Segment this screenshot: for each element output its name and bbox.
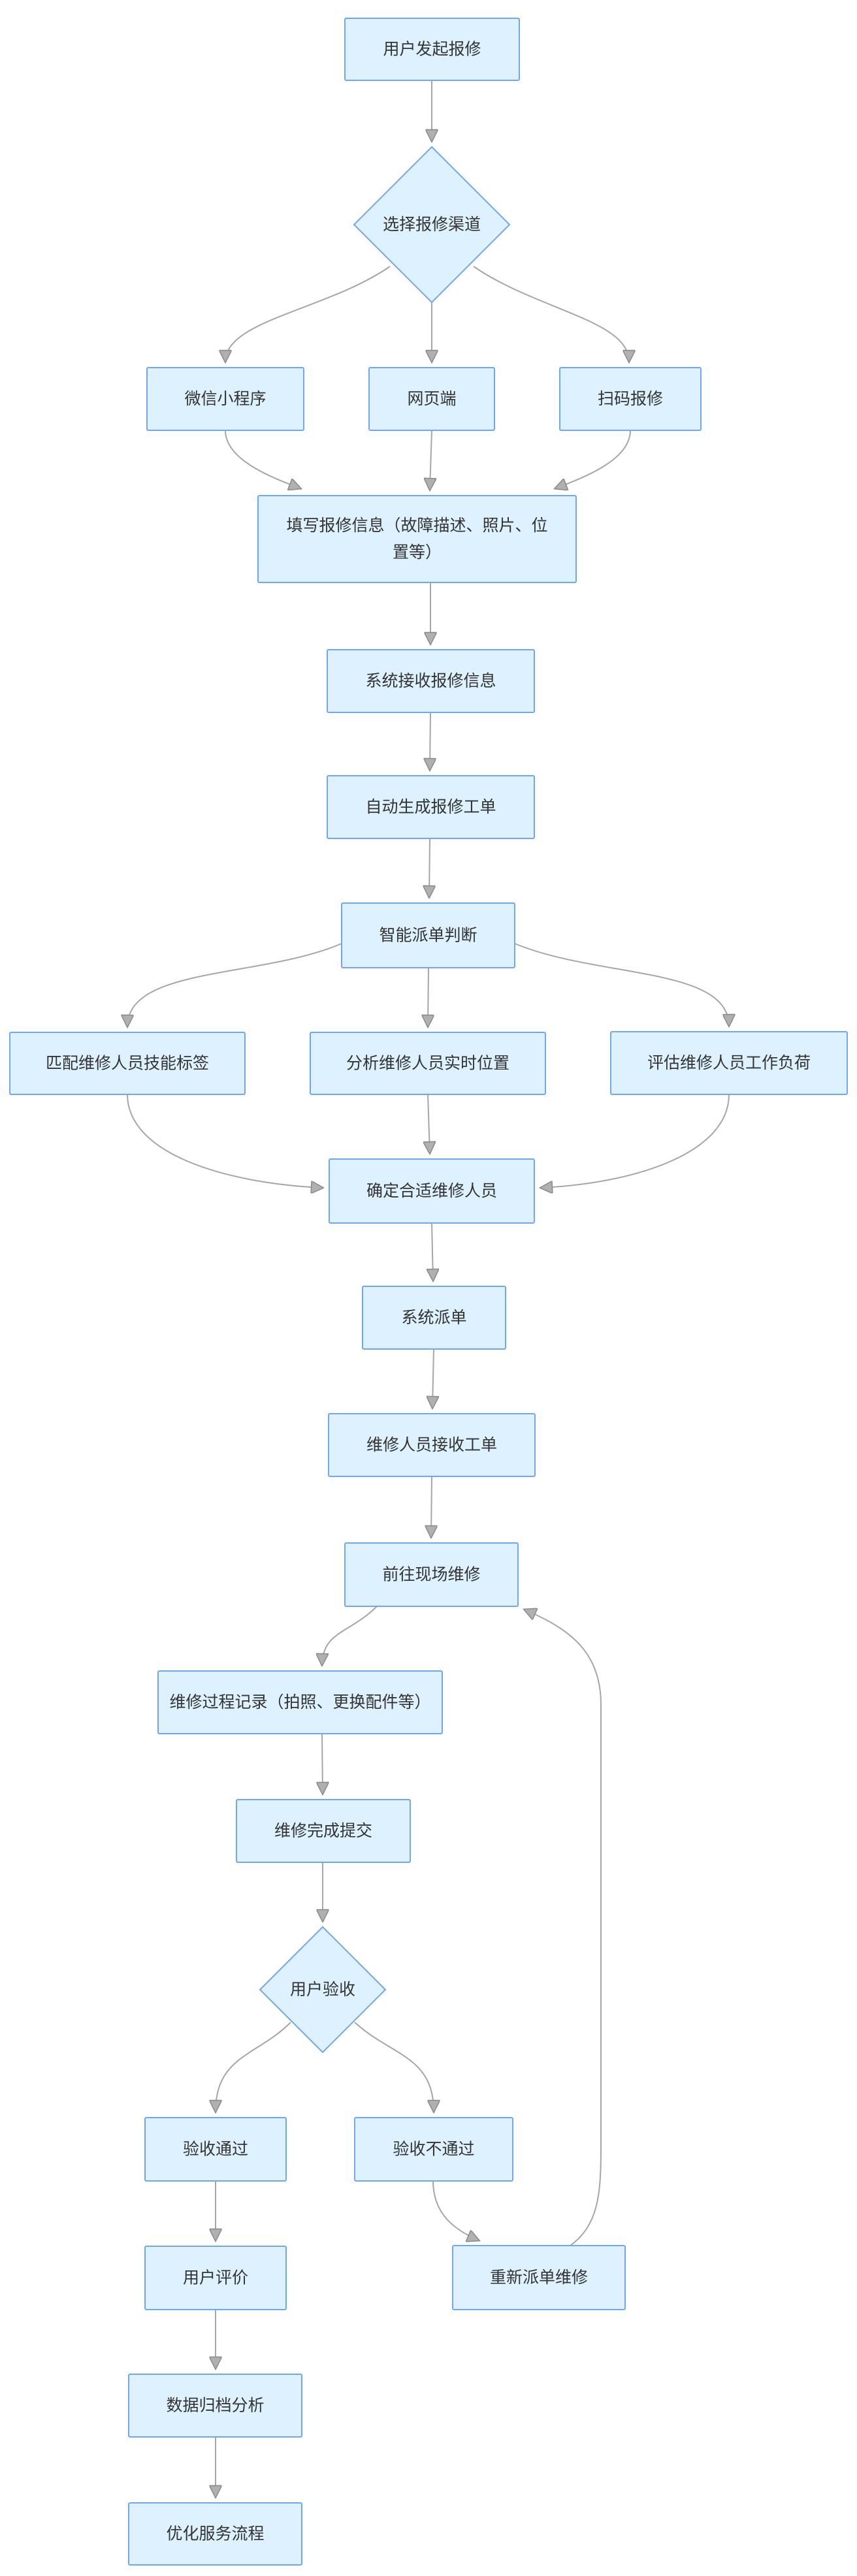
- edge-web-portal--fill-repair-info: [430, 430, 432, 490]
- smart-dispatch-judgment-label: 智能派单判断: [379, 927, 477, 945]
- system-dispatch-shape: [362, 1286, 506, 1350]
- repair-process-record-label: 维修过程记录（拍照、更换配件等）: [169, 1693, 430, 1711]
- edge-evaluate-workload--determine-repair-person: [541, 1094, 730, 1188]
- data-archive-analysis-shape: [128, 2374, 302, 2438]
- node-user-initiate-repair: 用户发起报修: [344, 18, 520, 81]
- node-optimize-service-process: 优化服务流程: [128, 2502, 302, 2566]
- node-fill-repair-info: 填写报修信息（故障描述、照片、位置等）: [257, 495, 577, 583]
- optimize-service-process-label: 优化服务流程: [166, 2525, 264, 2543]
- node-wechat-mini-program: 微信小程序: [146, 367, 304, 431]
- edge-wechat-mini-program--fill-repair-info: [225, 430, 300, 488]
- user-evaluation-label: 用户评价: [183, 2269, 248, 2287]
- repair-complete-submit-shape: [236, 1799, 411, 1863]
- acceptance-failed-label: 验收不通过: [393, 2140, 474, 2159]
- edge-auto-generate-work-order--smart-dispatch-judgment: [429, 838, 430, 897]
- node-data-archive-analysis: 数据归档分析: [128, 2374, 302, 2438]
- analyze-realtime-location-shape: [310, 1032, 546, 1095]
- match-skill-tags-label: 匹配维修人员技能标签: [46, 1055, 209, 1073]
- repair-process-record-shape: [157, 1670, 443, 1734]
- system-receive-info-label: 系统接收报修信息: [365, 672, 496, 690]
- edge-layer: [127, 80, 729, 2497]
- auto-generate-work-order-shape: [327, 775, 535, 839]
- node-evaluate-workload: 评估维修人员工作负荷: [610, 1031, 848, 1095]
- user-evaluation-shape: [144, 2246, 287, 2310]
- node-acceptance-passed: 验收通过: [144, 2117, 287, 2182]
- acceptance-passed-shape: [144, 2117, 287, 2182]
- node-system-receive-info: 系统接收报修信息: [327, 649, 535, 713]
- data-archive-analysis-label: 数据归档分析: [166, 2396, 264, 2415]
- edge-match-skill-tags--determine-repair-person: [127, 1094, 323, 1188]
- determine-repair-person-shape: [329, 1158, 535, 1224]
- edge-system-dispatch--worker-receive-order: [432, 1348, 434, 1408]
- scan-code-repair-shape: [559, 367, 702, 431]
- optimize-service-process-shape: [128, 2502, 302, 2566]
- edge-user-acceptance--acceptance-passed: [216, 2022, 291, 2112]
- smart-dispatch-judgment-shape: [341, 902, 515, 968]
- fill-repair-info-label: 填写报修信息（故障描述、照片、位置等）: [286, 517, 547, 562]
- node-analyze-realtime-location: 分析维修人员实时位置: [310, 1032, 546, 1095]
- edge-acceptance-failed--re-dispatch-repair: [432, 2180, 479, 2240]
- user-acceptance-label: 用户验收: [290, 1980, 355, 1999]
- node-web-portal: 网页端: [368, 367, 495, 431]
- node-repair-process-record: 维修过程记录（拍照、更换配件等）: [157, 1670, 443, 1734]
- edge-determine-repair-person--system-dispatch: [432, 1222, 433, 1280]
- edge-smart-dispatch-judgment--evaluate-workload: [514, 943, 729, 1026]
- node-system-dispatch: 系统派单: [362, 1286, 506, 1350]
- node-scan-code-repair: 扫码报修: [559, 367, 702, 431]
- edge-analyze-realtime-location--determine-repair-person: [428, 1094, 430, 1153]
- node-match-skill-tags: 匹配维修人员技能标签: [9, 1032, 246, 1095]
- edge-re-dispatch-repair--go-onsite-repair: [525, 1610, 602, 2246]
- choose-repair-channel-label: 选择报修渠道: [383, 215, 481, 234]
- node-smart-dispatch-judgment: 智能派单判断: [341, 902, 515, 968]
- repair-complete-submit-label: 维修完成提交: [274, 1822, 372, 1840]
- match-skill-tags-shape: [9, 1032, 246, 1095]
- user-initiate-repair-shape: [344, 18, 520, 81]
- node-re-dispatch-repair: 重新派单维修: [452, 2245, 626, 2310]
- node-go-onsite-repair: 前往现场维修: [344, 1542, 519, 1607]
- go-onsite-repair-shape: [344, 1542, 519, 1607]
- acceptance-failed-shape: [354, 2117, 513, 2182]
- scan-code-repair-label: 扫码报修: [598, 390, 663, 408]
- re-dispatch-repair-shape: [452, 2245, 626, 2310]
- node-worker-receive-order: 维修人员接收工单: [328, 1413, 536, 1477]
- node-choose-repair-channel: 选择报修渠道: [353, 146, 511, 304]
- edge-smart-dispatch-judgment--match-skill-tags: [127, 943, 342, 1026]
- determine-repair-person-label: 确定合适维修人员: [366, 1182, 497, 1200]
- user-initiate-repair-label: 用户发起报修: [383, 40, 481, 59]
- web-portal-label: 网页端: [407, 390, 456, 408]
- node-user-acceptance: 用户验收: [259, 1926, 387, 2054]
- node-auto-generate-work-order: 自动生成报修工单: [327, 775, 535, 839]
- node-user-evaluation: 用户评价: [144, 2246, 287, 2310]
- analyze-realtime-location-label: 分析维修人员实时位置: [346, 1055, 509, 1073]
- node-determine-repair-person: 确定合适维修人员: [329, 1158, 535, 1224]
- go-onsite-repair-label: 前往现场维修: [382, 1566, 480, 1584]
- user-acceptance-shape: [259, 1926, 387, 2054]
- edge-choose-repair-channel--scan-code-repair: [473, 266, 629, 362]
- edge-repair-process-record--repair-complete-submit: [322, 1733, 323, 1794]
- edge-worker-receive-order--go-onsite-repair: [431, 1476, 432, 1537]
- evaluate-workload-label: 评估维修人员工作负荷: [647, 1054, 811, 1072]
- re-dispatch-repair-label: 重新派单维修: [490, 2268, 588, 2287]
- node-acceptance-failed: 验收不通过: [354, 2117, 513, 2182]
- system-dispatch-label: 系统派单: [401, 1309, 466, 1327]
- web-portal-shape: [368, 367, 495, 431]
- edge-choose-repair-channel--wechat-mini-program: [225, 266, 391, 362]
- worker-receive-order-label: 维修人员接收工单: [366, 1436, 497, 1454]
- auto-generate-work-order-label: 自动生成报修工单: [365, 798, 496, 816]
- edge-go-onsite-repair--repair-process-record: [322, 1606, 378, 1665]
- wechat-mini-program-shape: [146, 367, 304, 431]
- worker-receive-order-shape: [328, 1413, 536, 1477]
- wechat-mini-program-label: 微信小程序: [184, 390, 266, 408]
- acceptance-passed-label: 验收通过: [183, 2140, 248, 2159]
- evaluate-workload-shape: [610, 1031, 848, 1095]
- edge-user-acceptance--acceptance-failed: [354, 2022, 434, 2112]
- choose-repair-channel-shape: [353, 146, 511, 304]
- system-receive-info-shape: [327, 649, 535, 713]
- edge-scan-code-repair--fill-repair-info: [555, 430, 631, 488]
- fill-repair-info-shape: [257, 495, 577, 583]
- node-repair-complete-submit: 维修完成提交: [236, 1799, 411, 1863]
